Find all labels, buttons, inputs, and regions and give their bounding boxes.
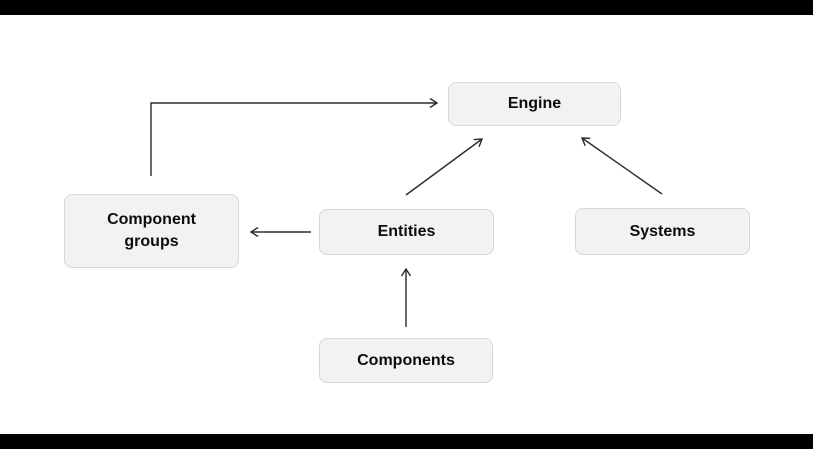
node-component-groups: Component groups [64, 194, 239, 268]
node-engine: Engine [448, 82, 621, 126]
letterbox-bottom-bar [0, 434, 813, 449]
node-label-component-groups: Component groups [107, 211, 196, 250]
node-label-systems: Systems [629, 222, 696, 240]
node-label-entities: Entities [377, 223, 436, 240]
edge-component-groups-to-engine [150, 97, 439, 176]
edge-systems-to-engine [580, 137, 663, 195]
node-systems: Systems [575, 208, 750, 255]
edge-entities-to-engine [405, 138, 484, 196]
node-label-engine: Engine [507, 95, 562, 112]
node-label-components: Components [357, 351, 455, 369]
node-components: Components [319, 338, 493, 383]
node-entities: Entities [319, 209, 494, 255]
letterbox-top-bar [0, 0, 813, 15]
